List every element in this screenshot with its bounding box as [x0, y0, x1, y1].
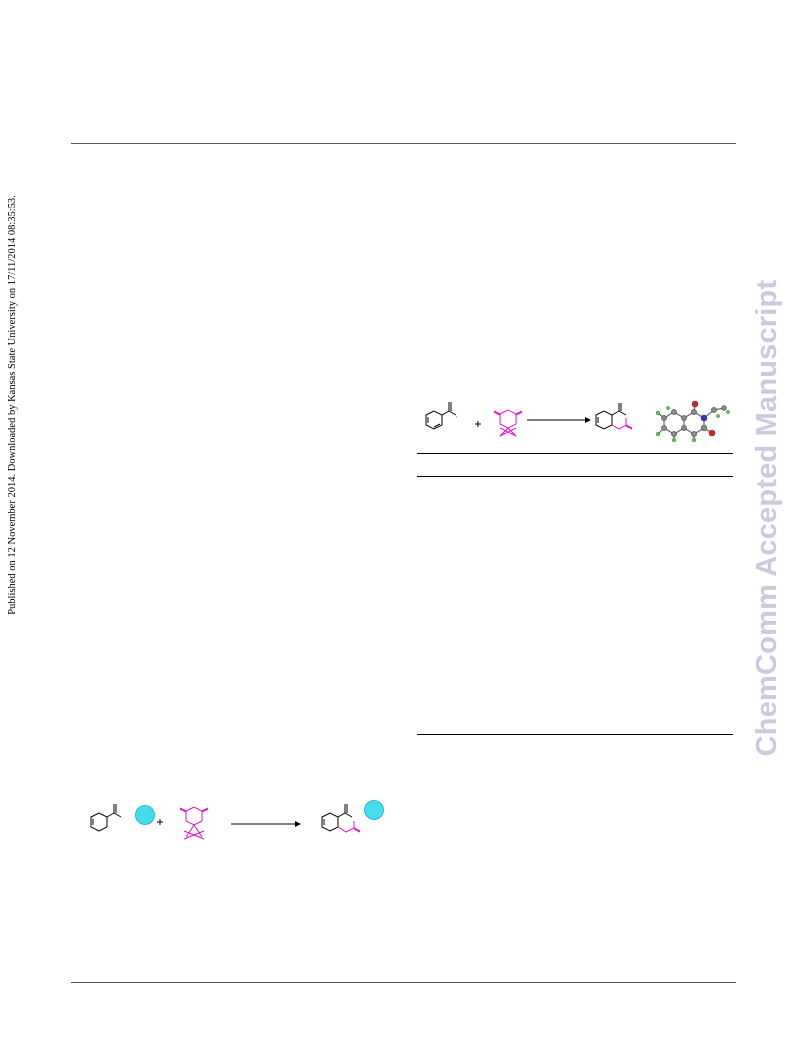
svg-text:,: ,	[456, 413, 457, 419]
plus-icon	[157, 819, 163, 825]
accepted-manuscript-watermark: ChemComm Accepted Manuscript	[751, 279, 783, 757]
table-header-rule	[417, 476, 733, 477]
xray-structure-icon	[655, 400, 730, 443]
publication-side-note: Published on 12 November 2014. Downloade…	[7, 195, 18, 615]
annulated-product-icon	[321, 800, 384, 833]
product-ring-icon	[595, 403, 633, 430]
plus-icon	[475, 421, 481, 427]
table-reaction-scheme: ,	[425, 400, 730, 443]
substituted-aryl-ketone-icon	[90, 804, 155, 832]
footer-rule	[71, 982, 736, 983]
table-bottom-rule	[417, 734, 733, 735]
table-top-rule	[417, 453, 733, 454]
cyclic-reagent-icon	[179, 806, 209, 840]
aryl-ketone-icon: ,	[425, 402, 457, 430]
cyclic-reagent-icon	[493, 409, 523, 437]
general-reaction-scheme	[90, 800, 384, 840]
header-rule	[71, 143, 736, 144]
